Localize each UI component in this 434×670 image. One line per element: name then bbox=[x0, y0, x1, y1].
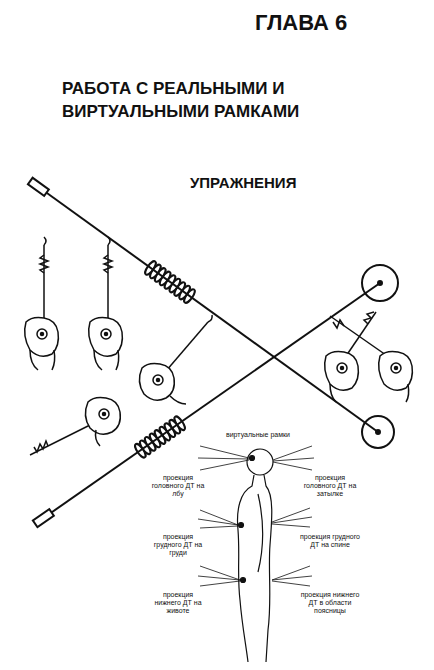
rod-handle bbox=[33, 509, 54, 527]
section-heading: УПРАЖНЕНИЯ bbox=[190, 174, 390, 192]
rod-ring bbox=[362, 416, 394, 448]
projection-label: проекция нижнего ДТ на животе bbox=[150, 591, 206, 615]
rod-tip bbox=[376, 430, 380, 434]
human-figure bbox=[238, 449, 273, 662]
dowsing-rods bbox=[28, 178, 398, 527]
projection-label: проекция головного ДТ на лбу bbox=[150, 474, 206, 498]
figure-label: виртуальные рамки bbox=[212, 431, 304, 439]
rod bbox=[40, 188, 378, 432]
virtual-frames bbox=[198, 446, 314, 586]
projection-label: проекция головного ДТ на затылке bbox=[300, 474, 360, 498]
rod-coil bbox=[143, 260, 196, 305]
chapter-heading: РАБОТА С РЕАЛЬНЫМИ И ВИРТУАЛЬНЫМИ РАМКАМ… bbox=[62, 78, 362, 124]
rod-coil bbox=[133, 415, 186, 459]
projection-label: проекция грудного ДТ на спине bbox=[300, 533, 360, 549]
hand-with-frame bbox=[330, 316, 412, 402]
chapter-number: ГЛАВА 6 bbox=[255, 10, 425, 36]
rod-ring bbox=[362, 265, 398, 301]
hands bbox=[25, 237, 413, 455]
rod bbox=[45, 283, 380, 517]
projection-label: проекция грудного ДТ на груди bbox=[150, 533, 206, 557]
hand-with-frame bbox=[25, 237, 59, 370]
rod-handle bbox=[28, 178, 49, 196]
hand-with-frame bbox=[139, 315, 212, 404]
hand-with-frame bbox=[325, 312, 376, 402]
hand-with-frame bbox=[30, 398, 120, 456]
projection-label: проекция нижнего ДТ в области поясницы bbox=[300, 591, 360, 615]
rod-tip bbox=[378, 281, 382, 285]
hand-with-frame bbox=[89, 237, 123, 370]
